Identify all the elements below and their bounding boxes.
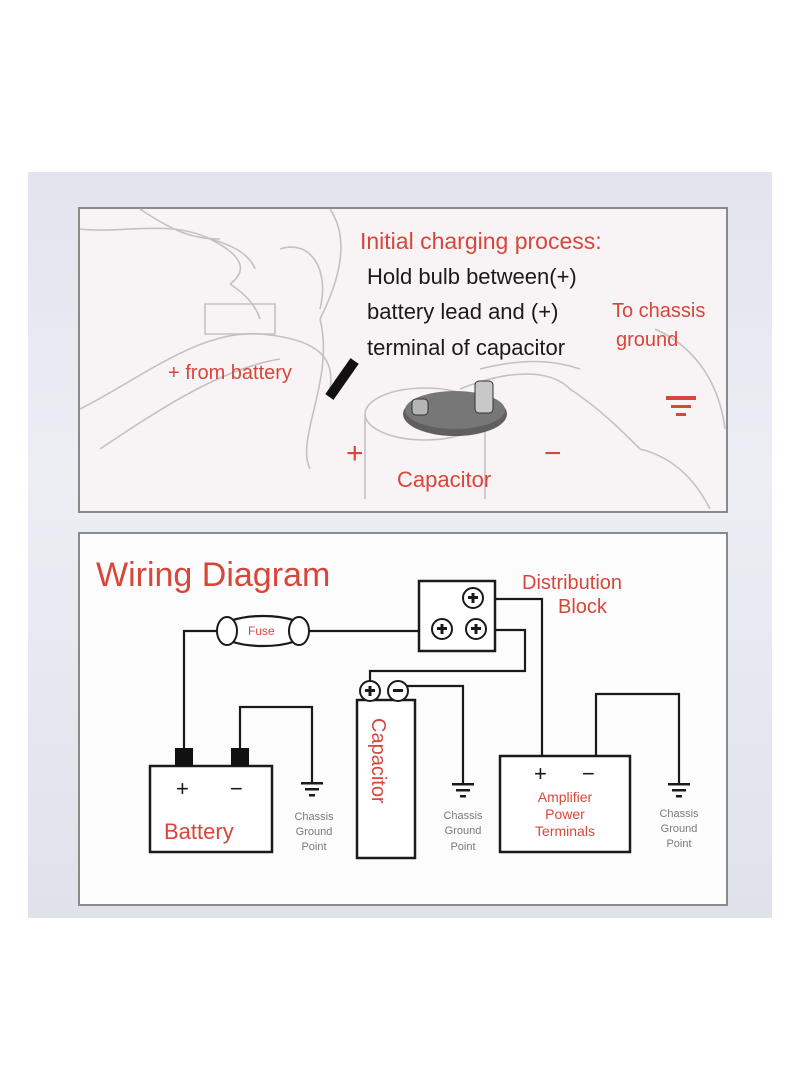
amplifier-label-1: Amplifier	[538, 789, 593, 805]
distribution-label-1: Distribution	[522, 572, 622, 594]
plus-sign: +	[346, 437, 364, 470]
wiring-diagram-panel: Wiring Diagram Distribution Block Fuse +…	[78, 532, 728, 906]
battery-label: Battery	[164, 819, 234, 844]
to-chassis-label-1: To chassis	[612, 300, 705, 322]
ground-icon	[301, 782, 323, 797]
bulb-lead	[325, 358, 359, 400]
charging-illustration: Initial charging process: Hold bulb betw…	[79, 208, 726, 510]
ground-label-line: Ground	[296, 826, 333, 838]
amplifier-minus: −	[582, 761, 595, 786]
amplifier-label-2: Power	[545, 806, 585, 822]
ground-label-amplifier: Chassis Ground Point	[659, 808, 699, 850]
minus-sign: −	[544, 437, 562, 470]
instruction-line-2: battery lead and (+)	[367, 299, 558, 324]
from-battery-label: + from battery	[168, 362, 292, 384]
ground-icon	[452, 783, 474, 798]
ground-label-line: Chassis	[294, 811, 334, 823]
amplifier-power-terminals	[498, 754, 632, 854]
instruction-line-3: terminal of capacitor	[367, 335, 565, 360]
ground-icon	[668, 783, 690, 798]
distribution-block	[417, 579, 497, 653]
charging-process-panel: Initial charging process: Hold bulb betw…	[78, 207, 728, 513]
capacitor-top	[403, 380, 507, 436]
charging-title: Initial charging process:	[360, 228, 602, 254]
to-chassis-label-2: ground	[616, 329, 678, 351]
ground-label-line: Point	[450, 841, 475, 853]
capacitor	[355, 698, 417, 860]
ground-icons	[301, 782, 690, 798]
ground-label-line: Point	[301, 841, 326, 853]
distribution-label-2: Block	[558, 596, 608, 618]
ground-label-line: Ground	[445, 825, 482, 837]
ground-label-line: Chassis	[443, 810, 483, 822]
ground-label-capacitor: Chassis Ground Point	[443, 810, 483, 853]
amplifier-label-3: Terminals	[535, 823, 595, 839]
battery-plus: +	[176, 776, 189, 801]
terminal-signs	[365, 593, 481, 696]
ground-label-line: Ground	[661, 823, 698, 835]
amplifier-plus: +	[534, 761, 547, 786]
capacitor-label-top: Capacitor	[397, 467, 491, 492]
wiring-diagram-title: Wiring Diagram	[96, 556, 330, 594]
capacitor-label: Capacitor	[367, 718, 389, 804]
ground-label-battery: Chassis Ground Point	[294, 811, 334, 853]
fuse	[216, 614, 310, 648]
ground-icon-top	[666, 396, 696, 416]
ground-label-line: Chassis	[659, 808, 699, 820]
ground-label-line: Point	[666, 838, 691, 850]
wiring-diagram: Wiring Diagram Distribution Block Fuse +…	[96, 556, 699, 860]
wires	[182, 597, 681, 783]
fuse-label: Fuse	[248, 624, 275, 638]
battery-minus: −	[230, 776, 243, 801]
instruction-line-1: Hold bulb between(+)	[367, 264, 577, 289]
battery	[148, 748, 274, 854]
